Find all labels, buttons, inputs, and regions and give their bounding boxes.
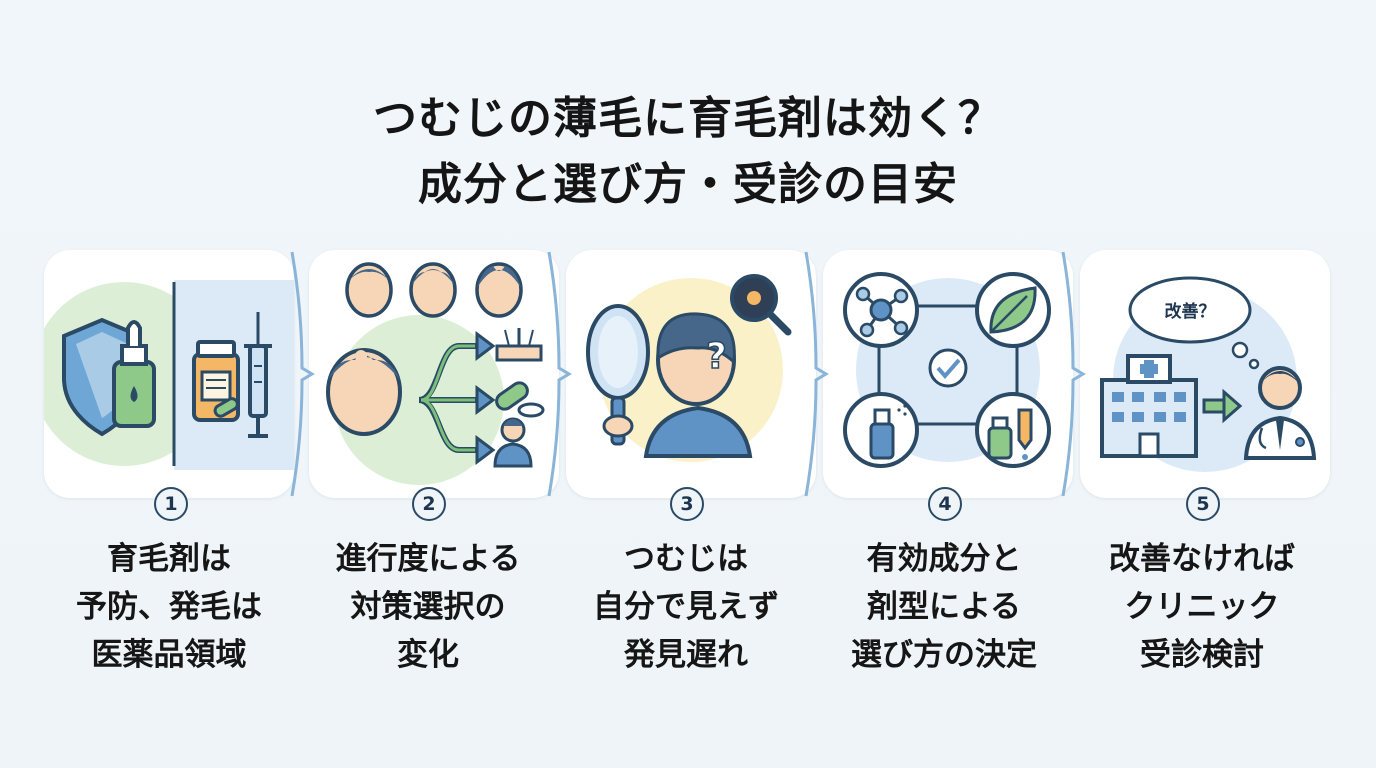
step-3-caption-line: 自分で見えず xyxy=(593,589,779,625)
person-question-icon: ? xyxy=(643,312,753,458)
step-5-card: 改善？ xyxy=(1080,250,1330,498)
step-3-caption-line: 発見遅れ xyxy=(624,637,748,673)
dropper-bottle-icon xyxy=(987,408,1033,460)
pill-icon xyxy=(495,381,545,418)
spray-icon xyxy=(869,404,913,460)
step-4-caption: 有効成分と 剤型による 選び方の決定 xyxy=(809,535,1079,679)
doctor-icon xyxy=(1243,366,1317,460)
chevron-right-icon xyxy=(547,251,572,497)
syringe-icon xyxy=(244,312,272,438)
step-4-caption-line: 有効成分と xyxy=(866,541,1022,577)
step-3-caption-line: つむじは xyxy=(624,541,748,577)
bubble-text: 改善？ xyxy=(1165,301,1216,322)
step-4-caption-line: 選び方の決定 xyxy=(851,637,1037,673)
step-2-caption-line: 変化 xyxy=(397,637,459,673)
dropper-bottle-icon xyxy=(112,320,156,428)
step-1-caption-line: 育毛剤は xyxy=(107,541,231,577)
head-icon xyxy=(326,262,523,436)
step-1-caption: 育毛剤は 予防、発毛は 医薬品領域 xyxy=(34,535,304,679)
step-1-card xyxy=(44,250,294,498)
check-icon xyxy=(928,348,968,388)
hand-mirror-icon xyxy=(586,304,650,446)
step-4-caption-line: 剤型による xyxy=(866,589,1022,625)
step-5-caption: 改善なければ クリニック 受診検討 xyxy=(1067,535,1337,679)
page-title: つむじの薄毛に育毛剤は効く？ 成分と選び方・受診の目安 xyxy=(0,86,1376,218)
chevron-right-icon xyxy=(290,251,315,497)
medicine-bottle-icon xyxy=(192,340,240,422)
step-5-caption-line: 改善なければ xyxy=(1109,541,1295,577)
step-3-card: ? xyxy=(566,250,816,498)
thought-bubble: 改善？ xyxy=(1128,276,1260,370)
step-2-number: 2 xyxy=(412,487,446,521)
title-line-1: つむじの薄毛に育毛剤は効く？ xyxy=(373,93,1003,144)
arrow-right-icon xyxy=(1202,388,1243,424)
step-1-caption-line: 予防、発毛は xyxy=(76,589,262,625)
chevron-right-icon xyxy=(1061,251,1086,497)
step-4-card xyxy=(823,250,1073,498)
chevron-right-icon xyxy=(804,251,829,497)
svg-text:?: ? xyxy=(706,336,727,377)
leaf-icon xyxy=(989,286,1037,334)
step-1-number: 1 xyxy=(154,487,188,521)
step-2-caption: 進行度による 対策選択の 変化 xyxy=(293,535,563,679)
step-3-caption: つむじは 自分で見えず 発見遅れ xyxy=(551,535,821,679)
step-2-caption-line: 進行度による xyxy=(335,541,521,577)
magnifier-icon xyxy=(730,274,792,336)
step-5-number: 5 xyxy=(1186,487,1220,521)
step-1-caption-line: 医薬品領域 xyxy=(91,637,247,673)
step-2-caption-line: 対策選択の xyxy=(350,589,506,625)
hospital-icon xyxy=(1100,354,1198,458)
molecule-icon xyxy=(855,286,909,338)
step-5-caption-line: クリニック xyxy=(1124,589,1280,625)
person-icon xyxy=(493,417,533,468)
title-line-2: 成分と選び方・受診の目安 xyxy=(418,159,958,210)
step-2-card xyxy=(309,250,559,498)
step-3-number: 3 xyxy=(670,487,704,521)
step-4-number: 4 xyxy=(928,487,962,521)
step-5-caption-line: 受診検討 xyxy=(1140,637,1264,673)
